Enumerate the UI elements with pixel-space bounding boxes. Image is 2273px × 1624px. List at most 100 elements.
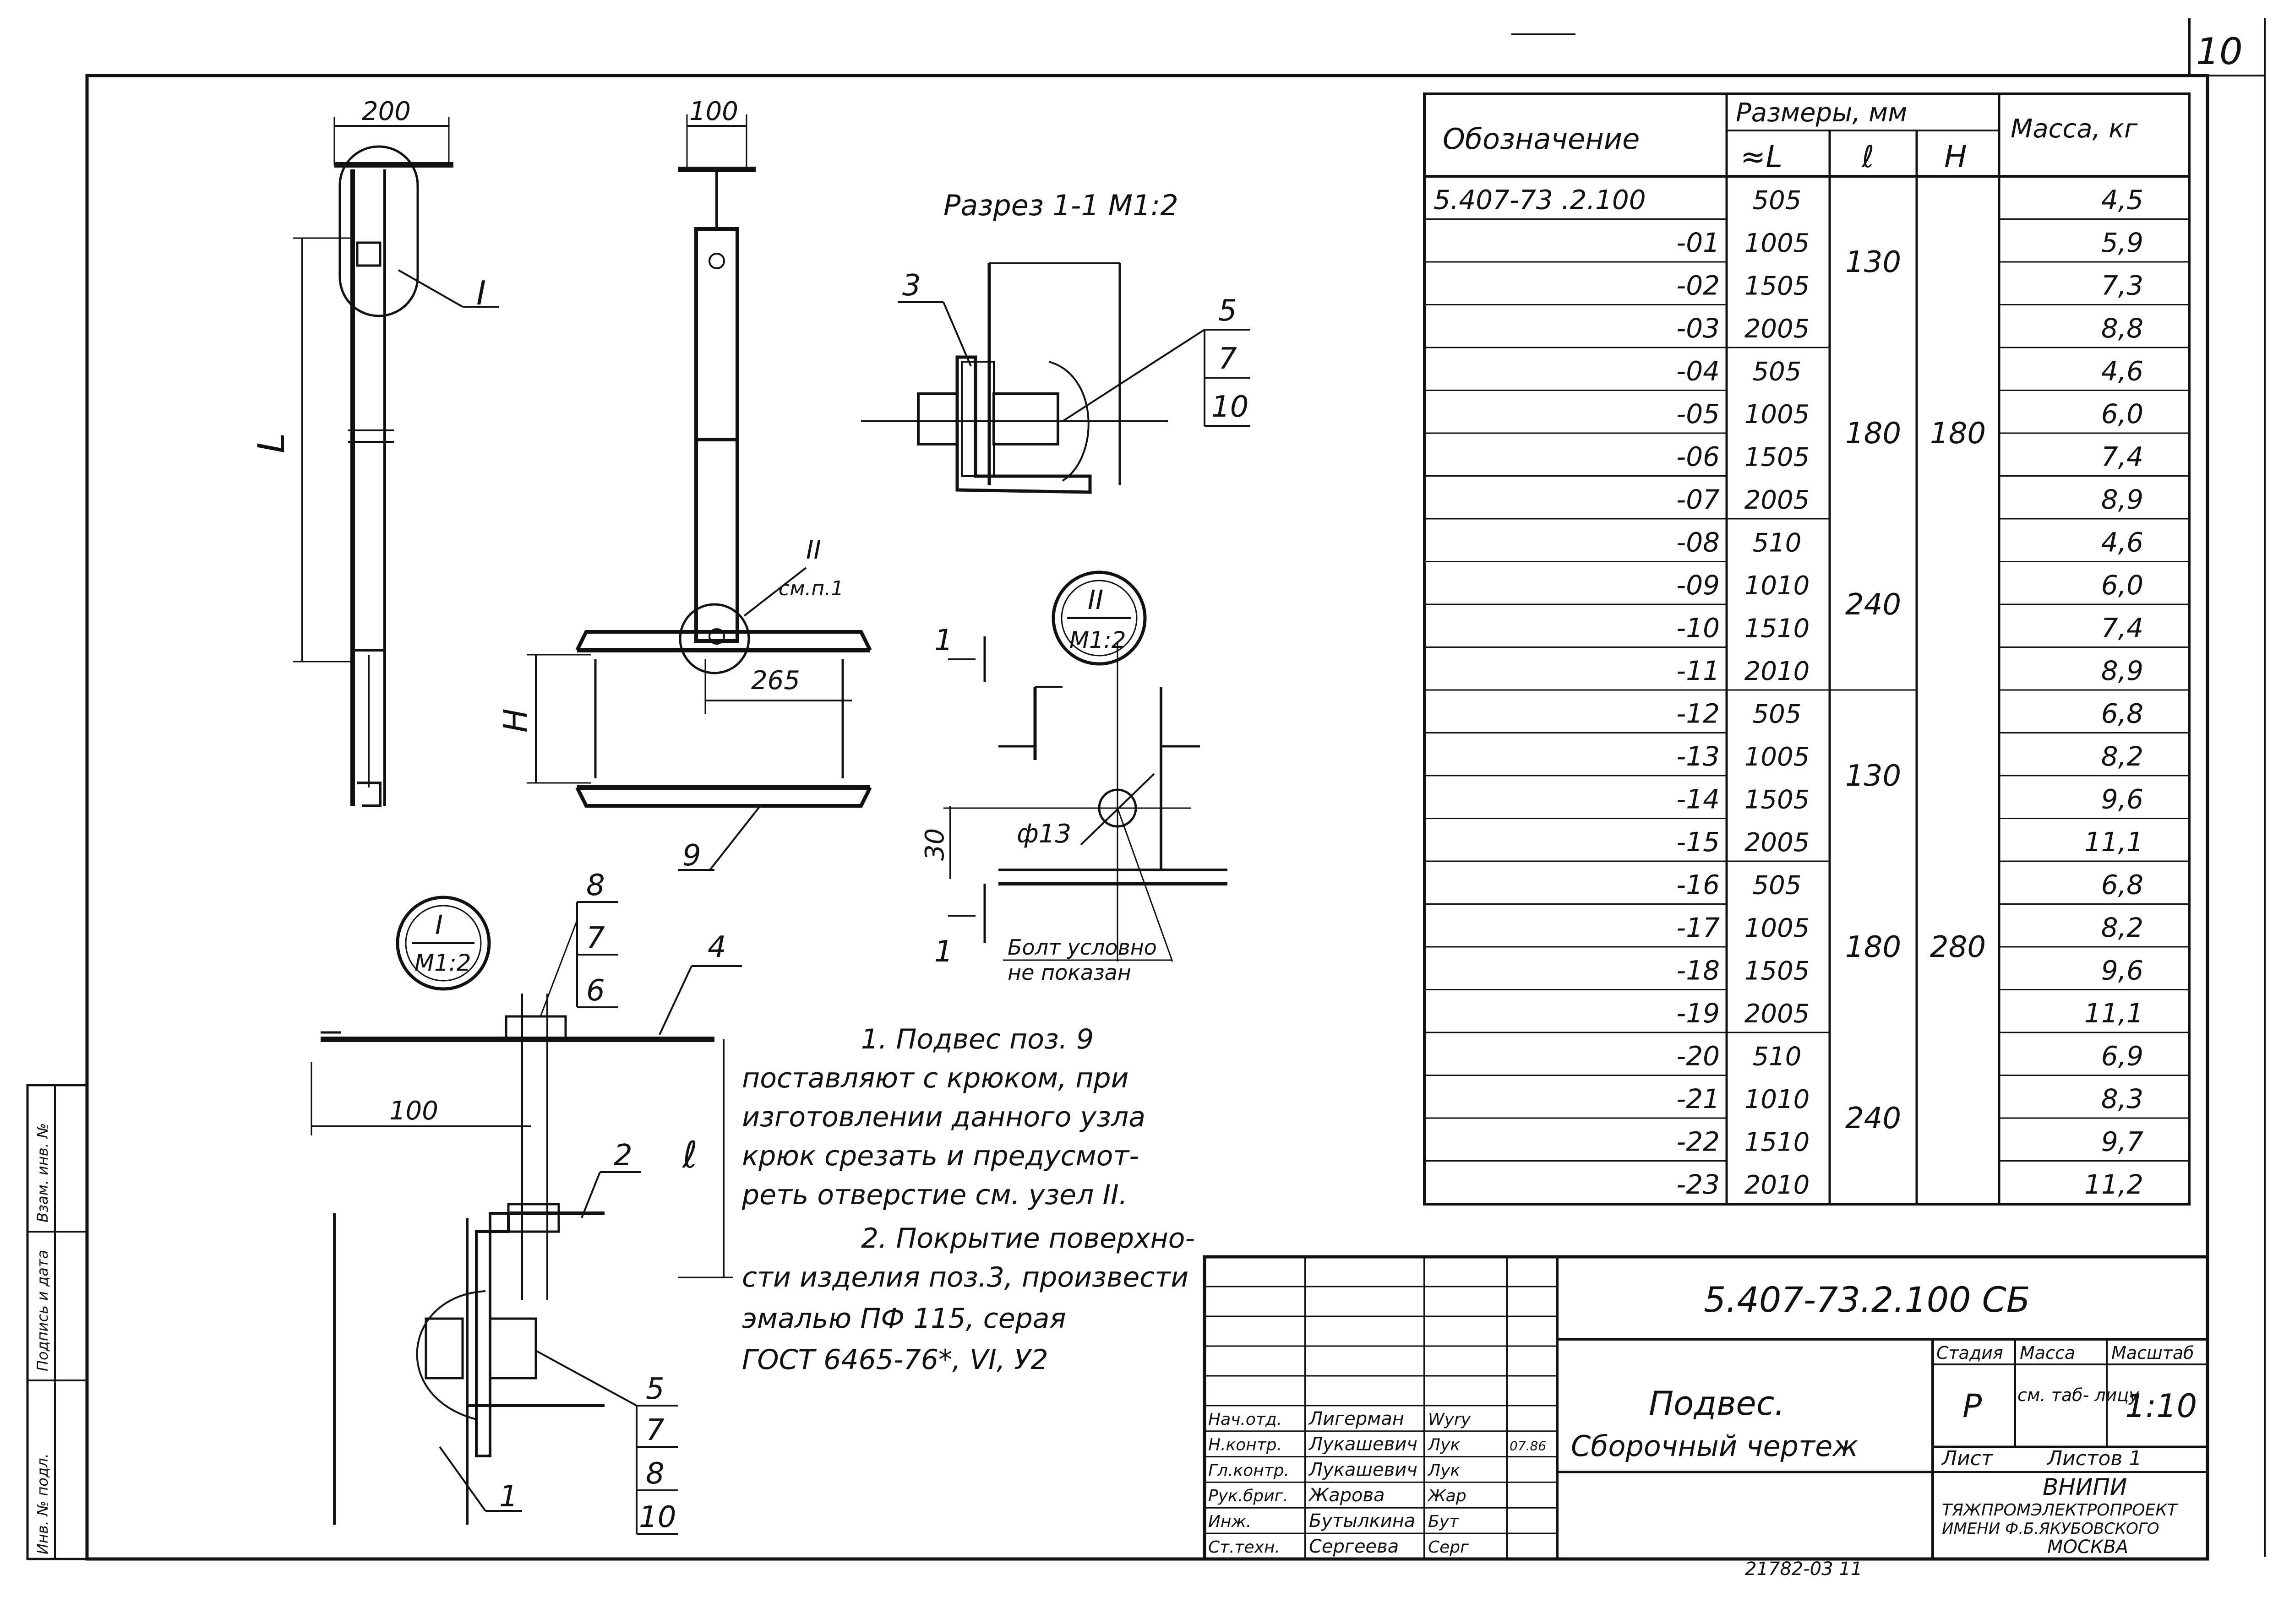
row-designation: -20	[1676, 1041, 1720, 1072]
row-designation: -21	[1676, 1083, 1720, 1114]
org-line-2: ТЯЖПРОМЭЛЕКТРОПРОЕКТ	[1942, 1501, 2179, 1520]
signature-sign: Wyry	[1428, 1410, 1471, 1429]
node-I-mark: I	[476, 274, 486, 312]
row-L: 1505	[1744, 956, 1810, 986]
row-designation: -23	[1676, 1169, 1720, 1200]
row-designation: -16	[1676, 869, 1720, 901]
node-II: II М1:2 1 1 ф13 30 Болт условно не показ…	[920, 570, 1227, 985]
sheet-label: Лист	[1941, 1447, 1994, 1470]
title-line-2: Сборочный чертеж	[1571, 1429, 1858, 1463]
row-L: 2010	[1744, 1170, 1810, 1200]
row-L: 1505	[1744, 272, 1810, 301]
pos-7-c: 7	[646, 1413, 665, 1447]
signature-role: Ст.техн.	[1208, 1538, 1280, 1557]
header-L: ≈L	[1740, 139, 1782, 174]
row-L: 1010	[1744, 1085, 1810, 1114]
row-mass: 7,4	[2101, 441, 2143, 473]
note-line-9: ГОСТ 6465-76*, VI, У2	[742, 1344, 1048, 1376]
scale-value: 1:10	[2125, 1387, 2197, 1425]
row-mass: 8,9	[2101, 655, 2143, 686]
row-L: 505	[1753, 700, 1802, 729]
signature-sign: Лук	[1427, 1436, 1460, 1455]
row-designation: -19	[1676, 998, 1720, 1029]
signature-name: Лукашевич	[1308, 1459, 1417, 1480]
sheet-number: 10	[2196, 30, 2243, 73]
section-mark-bottom: 1	[934, 935, 953, 969]
dim-l: ℓ	[681, 1134, 698, 1176]
note-line-4: крюк срезать и предусмот-	[742, 1140, 1139, 1172]
row-L: 2005	[1744, 999, 1810, 1029]
row-designation: -14	[1676, 784, 1720, 815]
row-L: 505	[1753, 186, 1802, 216]
row-designation: -07	[1676, 484, 1720, 515]
pos-7-b: 7	[586, 921, 605, 955]
pos-7-a: 7	[1218, 342, 1237, 376]
technical-notes: 1. Подвес поз. 9 поставляют с крюком, пр…	[741, 1023, 1195, 1376]
row-mass: 6,8	[2101, 869, 2143, 901]
dim-30: 30	[920, 828, 950, 861]
row-designation: -04	[1676, 356, 1720, 387]
row-L: 2005	[1744, 314, 1810, 344]
group-l-value: 130	[1845, 245, 1901, 279]
header-mass: Масса, кг	[2011, 114, 2138, 144]
pos-4: 4	[708, 930, 726, 964]
dim-H: H	[497, 708, 534, 733]
note-line-5: реть отверстие см. узел II.	[741, 1179, 1128, 1211]
note-line-7: сти изделия поз.3, произвести	[742, 1261, 1188, 1293]
note-line-1: 1. Подвес поз. 9	[861, 1023, 1094, 1055]
sheet-frame: 10	[85, 18, 2266, 1561]
scale-label: Масштаб	[2111, 1343, 2194, 1363]
group-H-value: 180	[1930, 417, 1986, 451]
node-I: I М1:2 100 ℓ 8 7 6 4	[311, 869, 742, 1535]
row-L: 510	[1753, 1042, 1802, 1072]
row-L: 1505	[1744, 785, 1810, 815]
note-line-6: 2. Покрытие поверхно-	[861, 1222, 1195, 1255]
org-line-3: ИМЕНИ Ф.Б.ЯКУБОВСКОГО	[1942, 1520, 2159, 1538]
row-designation: -22	[1676, 1126, 1720, 1157]
row-mass: 6,0	[2101, 570, 2143, 601]
node-ref-see: см.п.1	[779, 577, 844, 600]
group-l-value: 240	[1845, 588, 1901, 622]
signature-name: Лукашевич	[1308, 1434, 1417, 1455]
side-stamp: Инв. № подл. Подпись и дата Взам. инв. №	[26, 1084, 88, 1560]
signature-name: Бутылкина	[1309, 1510, 1415, 1532]
note-line-8: эмалью ПФ 115, серая	[742, 1303, 1066, 1335]
signature-role: Н.контр.	[1208, 1436, 1282, 1455]
row-L: 1005	[1744, 228, 1810, 258]
row-mass: 9,6	[2101, 955, 2143, 986]
node-II-scale: М1:2	[1069, 627, 1126, 653]
org-line-4: МОСКВА	[2047, 1537, 2128, 1558]
spec-table: Обозначение Размеры, мм ≈L ℓ H Масса, кг…	[1423, 92, 2191, 1206]
row-designation: -01	[1676, 227, 1720, 258]
group-l-value: 180	[1845, 930, 1901, 964]
row-designation: -17	[1676, 912, 1720, 943]
row-mass: 6,9	[2101, 1041, 2143, 1072]
section-1-1: Разрез 1-1 М1:2 3 5 7 10	[861, 189, 1250, 494]
designation-code: 5.407-73.2.100 СБ	[1704, 1279, 2030, 1320]
note-line-3: изготовлении данного узла	[742, 1101, 1145, 1133]
row-L: 2005	[1744, 485, 1810, 515]
signature-name: Сергеева	[1309, 1536, 1399, 1557]
dim-100: 100	[389, 1096, 438, 1126]
node-I-label: I	[435, 909, 443, 940]
section-title: Разрез 1-1 М1:2	[943, 189, 1178, 222]
row-L: 1505	[1744, 443, 1810, 473]
row-mass: 7,3	[2101, 270, 2143, 301]
row-designation: -10	[1676, 613, 1720, 644]
row-L: 1510	[1744, 1128, 1810, 1157]
signature-role: Инж.	[1208, 1512, 1251, 1531]
row-designation: -02	[1676, 270, 1720, 301]
row-L: 510	[1753, 528, 1802, 558]
dim-200: 200	[362, 97, 411, 126]
signature-name: Жарова	[1308, 1485, 1385, 1506]
node-ref-II: II	[806, 535, 821, 565]
row-designation: -13	[1676, 741, 1720, 772]
row-mass: 8,9	[2101, 484, 2143, 515]
row-mass: 11,1	[2084, 826, 2143, 858]
signature-sign: Лук	[1427, 1461, 1460, 1480]
signature-role: Рук.бриг.	[1208, 1487, 1288, 1505]
stamp-inv-podl: Инв. № подл.	[34, 1453, 51, 1554]
